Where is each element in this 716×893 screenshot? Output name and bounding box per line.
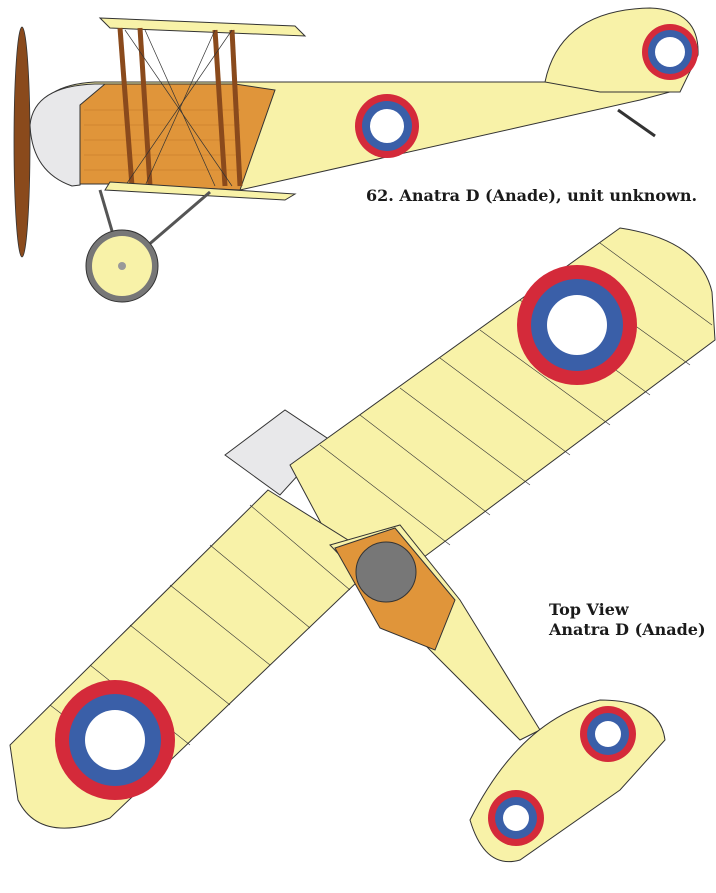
side-wood-grain	[84, 109, 240, 171]
top-left-wing	[9, 489, 381, 829]
side-upper-wing	[98, 17, 307, 37]
top-view-caption-line2: Anatra D (Anade)	[549, 620, 706, 639]
side-view-caption: 62. Anatra D (Anade), unit unknown.	[366, 186, 698, 205]
side-tailskid	[617, 108, 656, 138]
top-view	[9, 227, 716, 862]
side-view	[13, 7, 699, 303]
side-fuselage-roundel	[355, 94, 419, 158]
top-view-caption-line1: Top View	[549, 600, 629, 619]
side-wheel	[85, 229, 159, 303]
side-propeller	[13, 26, 31, 258]
top-tail-roundel-right	[580, 706, 636, 762]
side-wood-panel	[79, 83, 276, 191]
side-bracing-wires	[124, 29, 233, 187]
top-right-wing-roundel	[517, 265, 637, 385]
top-left-wing-roundel	[55, 680, 175, 800]
top-right-wing	[289, 227, 716, 561]
top-tail-roundel-left	[488, 790, 544, 846]
side-tail-roundel	[642, 24, 698, 80]
side-lower-wing	[104, 181, 297, 201]
top-cockpit-opening	[355, 541, 417, 603]
top-view-caption: Top View Anatra D (Anade)	[549, 600, 706, 640]
